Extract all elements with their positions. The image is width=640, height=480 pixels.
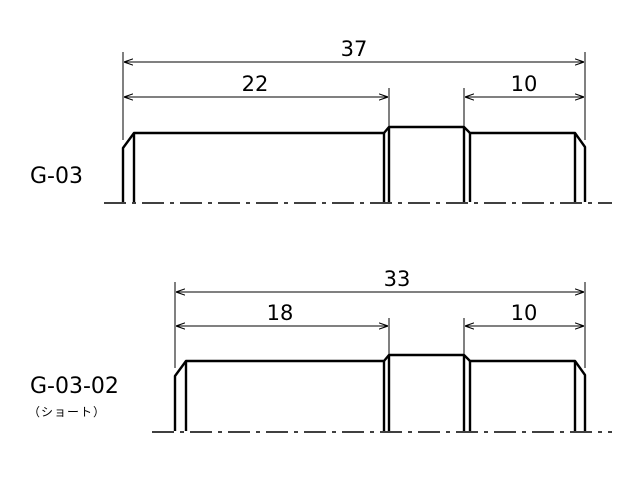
dimension-right-value: 10 [511, 72, 538, 96]
dimension-left-value: 18 [267, 301, 294, 325]
dimension-overall-value: 37 [341, 37, 368, 61]
part-g03: 37 22 10 G-03 [30, 37, 612, 204]
dimension-right-value: 10 [511, 301, 538, 325]
part-profile [173, 353, 587, 431]
part-profile [121, 125, 587, 202]
part-label: G-03 [30, 164, 83, 189]
dimension-overall-value: 33 [384, 267, 411, 291]
part-g03-02: 33 18 10 G-03-02 （ショート） [28, 267, 612, 433]
part-label: G-03-02 [30, 374, 119, 399]
dimension-left-value: 22 [242, 72, 269, 96]
part-sublabel: （ショート） [28, 405, 106, 419]
